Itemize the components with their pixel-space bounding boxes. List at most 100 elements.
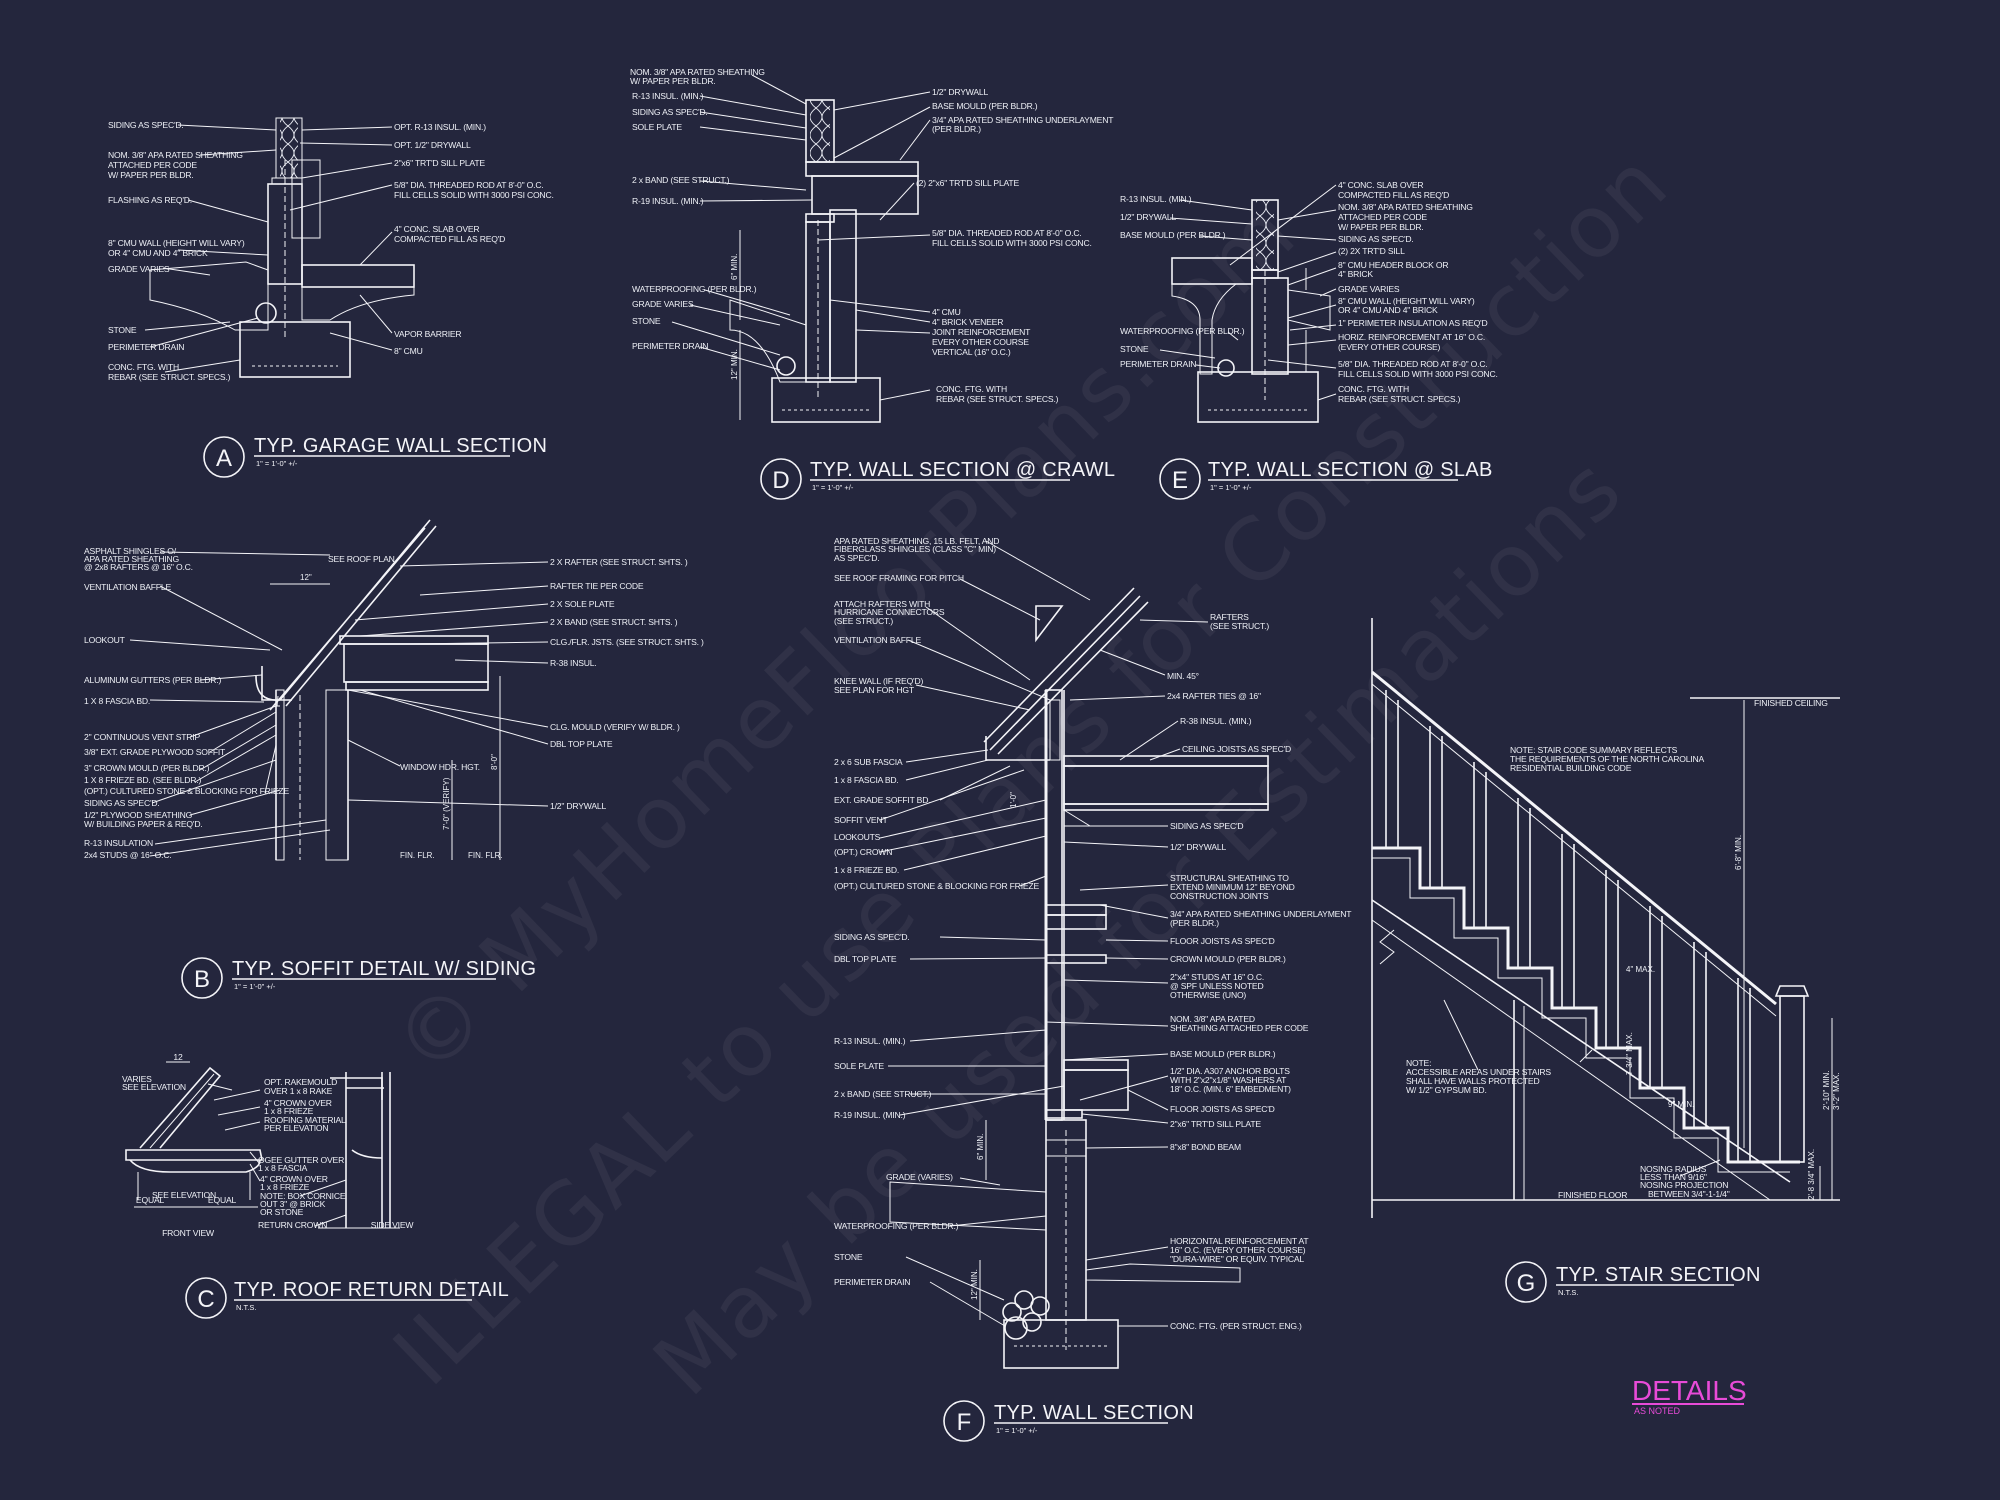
detail-a-bubble <box>203 436 245 478</box>
note: 2 X SOLE PLATE <box>550 599 615 609</box>
cornice-return <box>125 1149 263 1161</box>
watermark-line-3: May be used for Estimations <box>635 438 1642 1415</box>
note: 5/8" DIA. THREADED ROD AT 8'-0" O.C. <box>394 180 544 190</box>
note: WATERPROOFING (PER BLDR.) <box>1120 326 1245 336</box>
note: 4" CROWN OVER <box>260 1174 328 1184</box>
note: RESIDENTIAL BUILDING CODE <box>1510 763 1632 773</box>
detail-b-left-notes: ASPHALT SHINGLES O/ APA RATED SHEATHING … <box>84 546 290 860</box>
note: FILL CELLS SOLID WITH 3000 PSI CONC. <box>1338 369 1498 379</box>
note: HORIZONTAL REINFORCEMENT AT <box>1170 1236 1309 1246</box>
note: 4" CMU <box>932 307 961 317</box>
note: STONE <box>632 316 661 326</box>
detail-d-bubble <box>760 458 802 500</box>
fill-earth <box>301 286 415 321</box>
note: @ SPF UNLESS NOTED <box>1170 981 1263 991</box>
note: FLOOR JOISTS AS SPEC'D <box>1170 1104 1275 1114</box>
note: FILL CELLS SOLID WITH 3000 PSI CONC. <box>932 238 1092 248</box>
note: 8" CMU WALL (HEIGHT WILL VARY) <box>108 238 245 248</box>
note: VENTILATION BAFFLE <box>84 582 171 592</box>
detail-b-dim: FIN. FLR. <box>468 851 503 860</box>
detail-d-scale: 1" = 1'-0" +/- <box>812 483 854 492</box>
note: NOSING PROJECTION <box>1640 1180 1728 1190</box>
detail-c-scale: N.T.S. <box>236 1303 256 1312</box>
concrete-slab <box>301 264 415 288</box>
note: 3/8" EXT. GRADE PLYWOOD SOFFIT <box>84 747 226 757</box>
detail-b-bubble <box>181 957 223 999</box>
note: PERIMETER DRAIN <box>1120 359 1196 369</box>
note: WINDOW HDR. HGT. <box>400 762 480 772</box>
note: COMPACTED FILL AS REQ'D <box>1338 190 1449 200</box>
side-crown <box>351 1149 383 1159</box>
note: 3/4" APA RATED SHEATHING UNDERLAYMENT <box>932 115 1114 125</box>
note: 1/2" PLYWOOD SHEATHING <box>84 810 193 820</box>
note: 1/2" DIA. A307 ANCHOR BOLTS <box>1170 1066 1290 1076</box>
sheet-title-block: DETAILS AS NOTED <box>1632 1375 1747 1416</box>
detail-b-bubble-letter: B <box>194 966 210 993</box>
pitch-triangle <box>1035 605 1064 643</box>
note: SIDING AS SPEC'D. <box>632 107 708 117</box>
stringer-bottom <box>1371 919 1771 1201</box>
detail-c-leaders <box>207 1083 347 1227</box>
note: "DURA-WIRE" OR EQUIV. TYPICAL <box>1170 1254 1304 1264</box>
sheet-title: DETAILS <box>1632 1375 1747 1406</box>
note: (PER BLDR.) <box>1170 918 1219 928</box>
side-roof <box>330 1077 384 1100</box>
note: 1 x 8 FRIEZE <box>264 1106 314 1116</box>
note: 1 x 8 FRIEZE BD. <box>834 865 899 875</box>
note: 2 x BAND (SEE STRUCT.) <box>834 1089 932 1099</box>
detail-c-title: TYP. ROOF RETURN DETAIL <box>234 1279 509 1301</box>
note: ATTACHED PER CODE <box>108 160 197 170</box>
detail-f-right-notes: RAFTERS (SEE STRUCT.) MIN. 45° 2x4 RAFTE… <box>1167 612 1352 1331</box>
detail-a-left-notes: SIDING AS SPEC'D. NOM. 3/8" APA RATED SH… <box>108 120 245 382</box>
note: PER ELEVATION <box>264 1123 328 1133</box>
drain-stone <box>1030 1296 1050 1316</box>
note: KNEE WALL (IF REQ'D) <box>834 676 923 686</box>
note: CONSTRUCTION JOINTS <box>1170 891 1269 901</box>
note: (EVERY OTHER COURSE) <box>1338 342 1441 352</box>
note: ASPHALT SHINGLES O/ <box>84 546 177 556</box>
note: CLG. MOULD (VERIFY W/ BLDR. ) <box>550 722 680 732</box>
note: REBAR (SEE STRUCT. SPECS.) <box>936 394 1059 404</box>
note: 4" BRICK VENEER <box>932 317 1003 327</box>
note: (2) 2X TRT'D SILL <box>1338 246 1405 256</box>
note: (OPT.) CROWN <box>834 847 892 857</box>
detail-g-bubble-letter: G <box>1517 1270 1536 1297</box>
note: NOSING RADIUS <box>1640 1164 1707 1174</box>
note: CROWN MOULD (PER BLDR.) <box>1170 954 1286 964</box>
detail-b-leaders <box>129 551 549 857</box>
note: SIDING AS SPEC'D. <box>108 120 184 130</box>
note: (OPT.) CULTURED STONE & BLOCKING FOR FRI… <box>84 786 289 796</box>
note: W/ PAPER PER BLDR. <box>630 76 716 86</box>
note: NOM. 3/8" APA RATED <box>1170 1014 1255 1024</box>
detail-g-leaders <box>1443 999 1721 1177</box>
detail-d-dim: 6" MIN. <box>730 254 739 280</box>
note: SIDE VIEW <box>371 1220 415 1230</box>
note: LOOKOUT <box>84 635 126 645</box>
grade-earth <box>149 261 269 331</box>
note: RETURN CROWN <box>258 1220 327 1230</box>
detail-e-wall-section-slab: R-13 INSUL. (MIN.) 1/2" DRYWALL BASE MOU… <box>1120 180 1498 500</box>
rafter <box>983 587 1149 755</box>
wall-insulation <box>280 118 298 178</box>
note: CONC. FTG. WITH <box>108 362 179 372</box>
note: W/ PAPER PER BLDR. <box>108 170 194 180</box>
note: VARIES <box>122 1074 152 1084</box>
note: APA RATED SHEATHING, 15 LB. FELT, AND <box>834 536 999 546</box>
stair-riser-trim <box>1372 857 1790 1173</box>
note: ATTACH RAFTERS WITH <box>834 599 930 609</box>
note: SIDING AS SPEC'D <box>1170 821 1243 831</box>
note: 2 X BAND (SEE STRUCT. SHTS. ) <box>550 617 678 627</box>
note: WITH 2"x2"x1/8" WASHERS AT <box>1170 1075 1287 1085</box>
siding <box>275 689 285 861</box>
note: THE REQUIREMENTS OF THE NORTH CAROLINA <box>1510 754 1705 764</box>
note: 1/2" DRYWALL <box>1170 842 1226 852</box>
note: 1 x 8 FASCIA BD. <box>834 775 899 785</box>
grade-earth <box>889 1181 1047 1231</box>
note: REBAR (SEE STRUCT. SPECS.) <box>108 372 231 382</box>
note: VENTILATION BAFFLE <box>834 635 921 645</box>
detail-e-bubble <box>1159 458 1201 500</box>
note: CEILING JOISTS AS SPEC'D <box>1182 744 1291 754</box>
detail-g-dim: 7-3/4" MAX. <box>1625 1032 1634 1075</box>
sheet-title-sub: AS NOTED <box>1634 1406 1681 1416</box>
detail-b-dim: FIN. FLR. <box>400 851 435 860</box>
